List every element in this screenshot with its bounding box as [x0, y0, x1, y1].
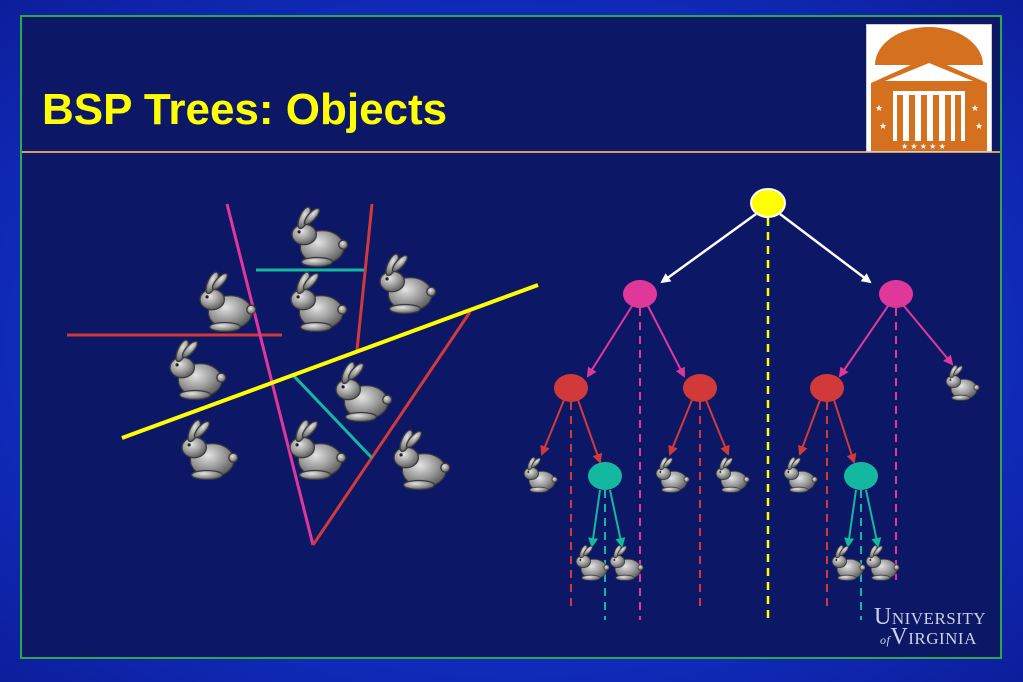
bunny-icon: [379, 252, 437, 315]
svg-text:★: ★: [875, 103, 883, 113]
university-wordmark: UNIVERSITY ofVIRGINIA: [874, 604, 987, 650]
bunny-icon: [393, 428, 451, 491]
level3-node: [588, 462, 622, 490]
slide-panel: BSP Trees: Objects ★ ★ ★ ★ ★ ★ ★ ★ ★ UNI…: [20, 15, 1002, 659]
spatial-partition: [67, 203, 539, 546]
bunny-icon: [609, 544, 644, 581]
svg-text:★: ★: [975, 121, 983, 131]
svg-text:★: ★: [971, 103, 979, 113]
level2-node: [554, 374, 588, 402]
bunny-icon: [655, 456, 690, 493]
slide-title: BSP Trees: Objects: [42, 85, 448, 134]
level3-node: [844, 462, 878, 490]
partition-line-red-v: [311, 311, 472, 546]
partition-line-yellow: [121, 283, 539, 440]
bunny-icon: [290, 270, 348, 333]
bunny-icon: [715, 456, 750, 493]
bunny-icon: [181, 418, 239, 481]
root-node: [750, 188, 786, 218]
level1-node-right: [879, 280, 913, 308]
bunny-icon: [945, 364, 980, 401]
title-underline: [22, 151, 1000, 153]
partition-line-teal-lower: [290, 372, 374, 460]
rotunda-logo-icon: ★ ★ ★ ★ ★ ★ ★ ★ ★: [866, 24, 992, 152]
bunny-icon: [865, 544, 900, 581]
bunny-icon: [289, 418, 347, 481]
level2-node: [810, 374, 844, 402]
bunny-icon: [291, 205, 349, 268]
level1-node-left: [623, 280, 657, 308]
svg-text:★ ★ ★ ★ ★: ★ ★ ★ ★ ★: [901, 142, 946, 151]
bunny-icon: [523, 456, 558, 493]
bunny-icon: [169, 338, 227, 401]
bsp-tree: [523, 188, 980, 620]
partition-line-red-top: [355, 203, 374, 351]
partition-line-magenta: [225, 203, 315, 546]
svg-text:★: ★: [879, 121, 887, 131]
bunny-icon: [783, 456, 818, 493]
level2-node: [683, 374, 717, 402]
bunny-icon: [335, 360, 393, 423]
